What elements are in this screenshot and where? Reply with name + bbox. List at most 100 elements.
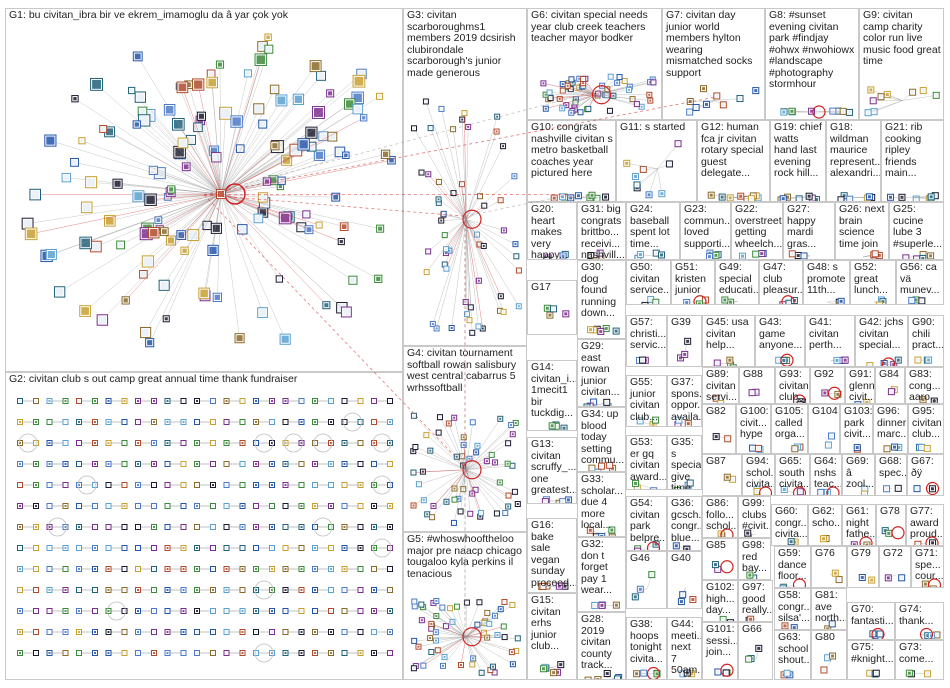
cluster-g69[interactable]: G69: â zool... <box>842 454 875 496</box>
cluster-g77[interactable]: G77: award proud... <box>906 504 944 546</box>
cluster-g104[interactable]: G104 <box>808 404 840 454</box>
cluster-g1[interactable]: G1: bu civitan_ibra bir ve ekrem_imamogl… <box>5 8 403 372</box>
cluster-g68[interactable]: G68: spec... <box>875 454 907 496</box>
cluster-g10[interactable]: G10: congrats nashville civitan s metro … <box>527 120 616 202</box>
cluster-g8[interactable]: G8: #sunset evening civitan park #findja… <box>765 8 859 120</box>
cluster-g56[interactable]: G56: ca vä munev... <box>896 260 944 305</box>
cluster-g86[interactable]: G86: follo... schol... <box>702 496 738 538</box>
cluster-g83[interactable]: G83: cong... aaro... <box>905 367 944 404</box>
cluster-g35[interactable]: G35: s special give time... <box>667 435 702 490</box>
cluster-g45[interactable]: G45: usa civitan help... <box>702 315 755 367</box>
cluster-g30[interactable]: G30: dog found running down... <box>577 260 626 339</box>
cluster-g25[interactable]: G25: cucine lube 3 #superle... <box>889 202 944 260</box>
cluster-g61[interactable]: G61: night fathe... <box>842 504 876 546</box>
cluster-g12[interactable]: G12: human fca jr civitan rotary special… <box>697 120 770 202</box>
cluster-g33[interactable]: G33: scholar... due 4 more local... <box>577 472 626 537</box>
cluster-g80[interactable]: G80 <box>811 630 847 680</box>
cluster-g74[interactable]: G74: thank... <box>895 602 944 640</box>
cluster-g18[interactable]: G18: wildman maurice represent... alexan… <box>826 120 881 202</box>
cluster-g51[interactable]: G51: kristen junior <box>671 260 715 305</box>
cluster-g14[interactable]: G14: civitan_i... 1mecit1 bir tuckdig... <box>527 360 577 431</box>
cluster-g9[interactable]: G9: civitan camp charity color run live … <box>859 8 944 120</box>
cluster-g92[interactable]: G92 <box>810 367 845 404</box>
cluster-g98[interactable]: G98: red bay... <box>738 538 771 580</box>
cluster-g38[interactable]: G38: hoops tonight civita... <box>626 617 667 680</box>
cluster-g29[interactable]: G29: east rowan junior civitan... <box>577 339 626 407</box>
cluster-g24[interactable]: G24: baseball spent lot time... <box>626 202 680 260</box>
cluster-g31[interactable]: G31: big congrats brittbo... receivi... … <box>577 202 626 260</box>
cluster-g95[interactable]: G95: civitan club... <box>908 404 944 454</box>
cluster-g39[interactable]: G39 <box>667 315 702 367</box>
cluster-g52[interactable]: G52: great lunch... <box>850 260 896 305</box>
cluster-g102[interactable]: G102: high... day... <box>702 580 738 622</box>
cluster-g27[interactable]: G27: happy mardi gras... <box>783 202 835 260</box>
cluster-g58[interactable]: G58: congr... silsa'... <box>774 588 811 630</box>
cluster-g37[interactable]: G37: spons... oppor... availa... <box>667 375 702 427</box>
cluster-g46[interactable]: G46 <box>626 551 667 609</box>
cluster-g91[interactable]: G91: glenn civit... <box>845 367 875 404</box>
cluster-g87[interactable]: G87 <box>702 454 742 496</box>
cluster-g64[interactable]: G64: nshs teac... <box>810 454 842 496</box>
cluster-g88[interactable]: G88 <box>739 367 775 404</box>
cluster-g96[interactable]: G96: dinner marc... <box>873 404 908 454</box>
cluster-g82[interactable]: G82 <box>702 404 736 454</box>
cluster-g70[interactable]: G70: fantasti... <box>847 602 895 640</box>
cluster-g20[interactable]: G20: heart makes very happy... <box>527 202 577 260</box>
cluster-g43[interactable]: G43: game anyone... <box>755 315 805 367</box>
cluster-g28[interactable]: G28: 2019 civitan county track... <box>577 612 626 680</box>
cluster-g101[interactable]: G101: sessi... join... <box>702 622 738 680</box>
cluster-g48[interactable]: G48: s promote 11th... <box>803 260 850 305</box>
cluster-g47[interactable]: G47: club pleasur... <box>759 260 803 305</box>
cluster-g4[interactable]: G4: civitan tournament softball rowan sa… <box>403 346 527 532</box>
cluster-g32[interactable]: G32: don t forget pay 1 wear... <box>577 537 626 612</box>
cluster-g41[interactable]: G41: civitan perth... <box>805 315 855 367</box>
cluster-g22[interactable]: G22: overstreet getting wheelch... <box>731 202 783 260</box>
cluster-g72[interactable]: G72 <box>879 546 911 588</box>
cluster-g5[interactable]: G5: #whoswhooftheloo major pre naacp chi… <box>403 532 527 680</box>
cluster-g71[interactable]: G71: spe... cour... <box>911 546 944 588</box>
cluster-g55[interactable]: G55: junior civitan club... <box>626 375 667 427</box>
cluster-g36[interactable]: G36: gcsch... congr... blue... <box>667 496 702 551</box>
cluster-g16[interactable]: G16: bake sale vegan sunday proceed... <box>527 518 577 593</box>
cluster-g78[interactable]: G78 <box>876 504 906 546</box>
cluster-g84[interactable]: G84 <box>875 367 905 404</box>
cluster-g75[interactable]: G75: #knight... <box>847 640 895 680</box>
cluster-g67[interactable]: G67: ðÿ <box>907 454 944 496</box>
cluster-g53[interactable]: G53: er gq civitan award... <box>626 435 667 490</box>
cluster-g100[interactable]: G100: civit... hype <box>736 404 771 454</box>
cluster-g6[interactable]: G6: civitan special needs year club cree… <box>527 8 662 120</box>
cluster-g79[interactable]: G79 <box>847 546 879 588</box>
cluster-g17[interactable]: G17 <box>527 280 577 335</box>
cluster-g13[interactable]: G13: civitan scruffy_... one greatest... <box>527 437 577 504</box>
cluster-g23[interactable]: G23: commun... loved supporti... <box>680 202 731 260</box>
cluster-g76[interactable]: G76 <box>811 546 847 588</box>
cluster-g97[interactable]: G97: good really... <box>738 580 773 622</box>
cluster-g57[interactable]: G57: christi... servic... <box>626 315 667 367</box>
cluster-g3[interactable]: G3: civitan scarboroughms1 members 2019 … <box>403 8 527 346</box>
cluster-g54[interactable]: G54: civitan park belpre... <box>626 496 667 551</box>
cluster-g103[interactable]: G103: park civit... <box>840 404 873 454</box>
cluster-g11[interactable]: G11: s started <box>616 120 697 202</box>
cluster-g60[interactable]: G60: congr... civita... <box>771 504 808 546</box>
cluster-g94[interactable]: G94: schol... civita... <box>742 454 775 496</box>
cluster-g40[interactable]: G40 <box>667 551 702 609</box>
cluster-g81[interactable]: G81: ave north... <box>811 588 847 630</box>
cluster-g62[interactable]: G62: scho... <box>808 504 842 546</box>
cluster-g19[interactable]: G19: chief watts hand last evening rock … <box>770 120 826 202</box>
cluster-g85[interactable]: G85 <box>702 538 738 580</box>
cluster-g105[interactable]: G105: called orga... <box>771 404 808 454</box>
cluster-g66[interactable]: G66 <box>738 622 773 680</box>
cluster-g93[interactable]: G93: civitan club... <box>775 367 810 404</box>
cluster-g63[interactable]: G63: school shout... <box>774 630 811 680</box>
cluster-g7[interactable]: G7: civitan day junior world members hyl… <box>662 8 765 120</box>
cluster-g15[interactable]: G15: civitan erhs junior club... <box>527 593 577 680</box>
cluster-g42[interactable]: G42: jchs civitan special... <box>855 315 908 367</box>
cluster-g65[interactable]: G65: south civita... <box>775 454 810 496</box>
cluster-g50[interactable]: G50: civitan service... <box>626 260 671 305</box>
cluster-g26[interactable]: G26: next brain science time join <box>835 202 889 260</box>
cluster-g49[interactable]: G49: special educati... <box>715 260 759 305</box>
cluster-g59[interactable]: G59: dance floor... <box>774 546 811 588</box>
cluster-g73[interactable]: G73: come... <box>895 640 944 680</box>
cluster-g44[interactable]: G44: meeti... next 7 50am... <box>667 617 702 680</box>
cluster-g34[interactable]: G34: up blood today setting commu... <box>577 407 626 472</box>
